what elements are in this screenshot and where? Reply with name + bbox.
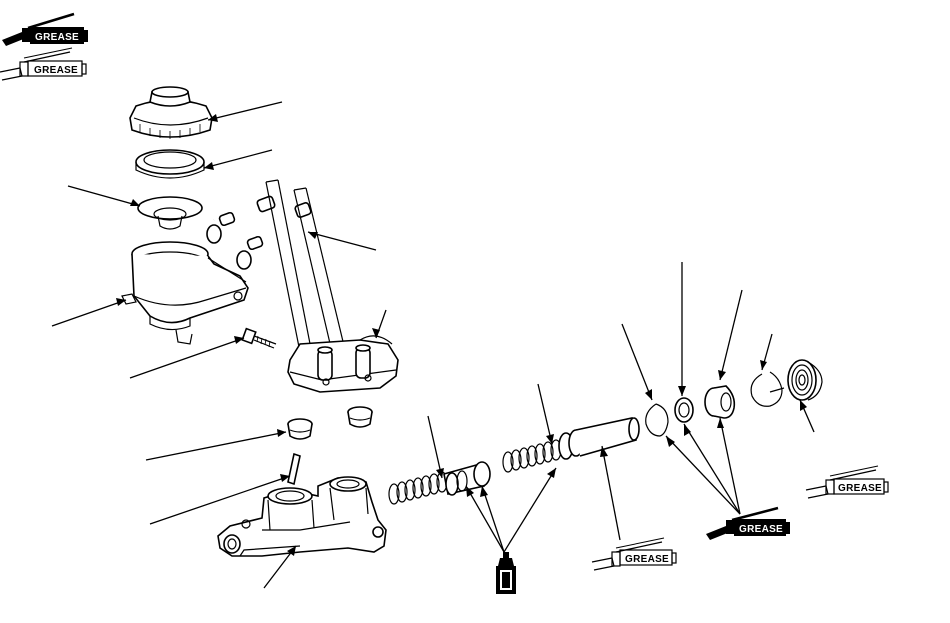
spray-can-icon — [496, 552, 516, 594]
retaining-pin — [287, 452, 301, 486]
grease-tube-dark-icon: GREASE — [706, 506, 790, 540]
grease-dark-label: GREASE — [35, 32, 79, 43]
leader-line — [665, 435, 741, 515]
grease-tube-light-icon: GREASE — [0, 47, 87, 81]
master-cylinder-body — [217, 476, 387, 557]
leader-line — [129, 337, 245, 379]
grease-piston-label: GREASE — [625, 554, 669, 565]
mounting-bolt — [241, 327, 277, 349]
piston-bushing — [704, 385, 736, 419]
leader-line — [719, 289, 743, 381]
reservoir-hose — [206, 179, 312, 270]
grease-tube-light-icon: GREASE — [591, 537, 677, 571]
grease-tube-light-icon: GREASE — [805, 465, 889, 499]
grommet-left — [287, 418, 313, 440]
leader-line — [621, 323, 653, 401]
cap-seal — [135, 149, 205, 179]
primary-piston-spring — [502, 417, 640, 473]
leader-line — [427, 415, 443, 479]
reservoir-body — [121, 241, 249, 345]
piston-boot — [787, 359, 823, 401]
washer — [674, 397, 694, 423]
leader-line — [145, 431, 287, 461]
leader-line — [51, 299, 127, 327]
grommet-right — [347, 406, 373, 428]
reservoir-cap — [129, 86, 213, 139]
secondary-piston-spring — [388, 461, 491, 505]
reservoir-mount — [287, 335, 399, 393]
reservoir-strainer — [137, 196, 203, 230]
grease-tube-dark-icon: GREASE — [2, 12, 88, 46]
leader-line — [203, 149, 273, 169]
leader-line — [307, 231, 377, 251]
grease-light-label: GREASE — [34, 65, 78, 76]
leader-line — [67, 185, 141, 207]
grease-right-label: GREASE — [838, 483, 882, 494]
leader-line — [537, 383, 553, 445]
leader-line — [149, 475, 291, 525]
grease-seals-label: GREASE — [739, 524, 783, 535]
leader-line — [601, 445, 621, 541]
circlip — [750, 371, 785, 407]
leader-line — [465, 485, 505, 553]
alignment-line — [265, 181, 301, 353]
leader-line — [207, 101, 283, 121]
snap-ring — [645, 403, 669, 437]
